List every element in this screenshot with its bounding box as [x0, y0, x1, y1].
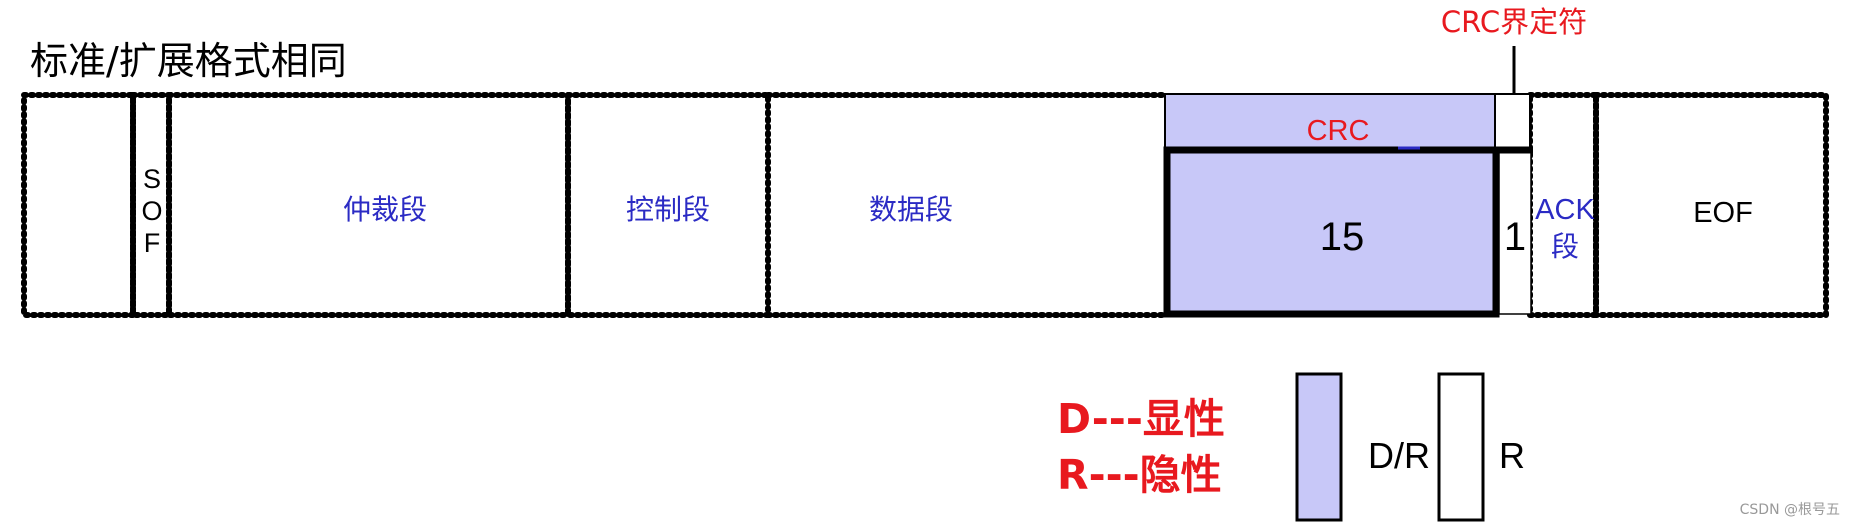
eof-label: EOF: [1693, 197, 1753, 229]
crc-bits-count: 15: [1320, 215, 1365, 259]
idle-segment: [21, 92, 136, 318]
crc-delimiter-bits-count: 1: [1504, 215, 1526, 259]
sof-letter-o: O: [141, 196, 162, 226]
legend-dr-label: D/R: [1368, 435, 1430, 476]
sof-letter-f: F: [144, 228, 161, 258]
eof-segment: [1593, 92, 1829, 318]
crc-label: CRC: [1307, 115, 1370, 147]
legend-dominant-swatch: [1295, 372, 1343, 522]
crc-header-band: [1164, 93, 1496, 149]
sof-letter-s: S: [143, 164, 161, 194]
crc-delimiter-header-cell: [1494, 93, 1531, 149]
control-label: 控制段: [626, 193, 710, 226]
legend-r-label: R: [1499, 435, 1525, 476]
crc-sequence-block: [1163, 146, 1500, 318]
watermark: CSDN @根号五: [1740, 502, 1840, 518]
arbitration-label: 仲裁段: [343, 193, 427, 226]
legend-dominant-text: D---显性: [1057, 395, 1225, 443]
data-label: 数据段: [869, 193, 953, 226]
diagram-title: 标准/扩展格式相同: [30, 39, 347, 83]
ack-label-line2: 段: [1551, 230, 1579, 263]
legend-recessive-text: R---隐性: [1057, 451, 1222, 499]
crc-delimiter-annotation: CRC界定符: [1441, 5, 1587, 39]
ack-label-line1: ACK: [1535, 194, 1595, 226]
control-segment: [565, 92, 771, 318]
frame-dotted-segments: [21, 92, 1829, 318]
legend-recessive-swatch: [1437, 372, 1485, 522]
